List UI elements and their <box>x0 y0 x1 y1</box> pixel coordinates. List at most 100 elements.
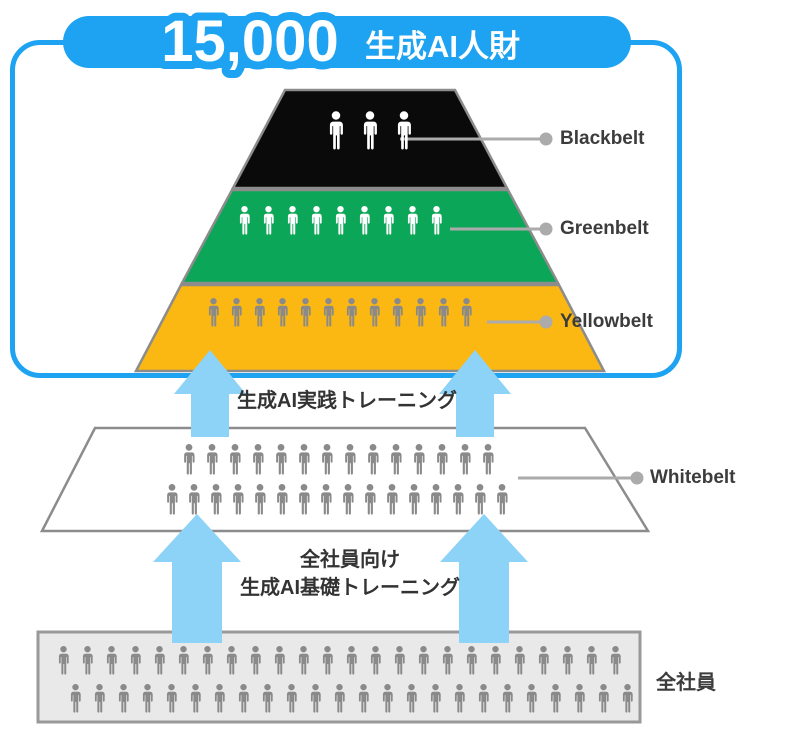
person-icon <box>322 645 333 675</box>
person-icon <box>538 645 549 675</box>
person-icon <box>275 444 287 475</box>
person-icon <box>387 484 398 515</box>
person-icon <box>255 484 266 515</box>
person-icon <box>598 683 609 713</box>
person-icon <box>190 683 201 713</box>
tier-greenbelt <box>179 188 561 285</box>
person-icon <box>438 297 449 327</box>
person-icon <box>106 645 117 675</box>
title-banner: 15,000 生成AI人財 <box>63 1 631 82</box>
person-icon <box>574 683 585 713</box>
person-icon <box>321 444 333 475</box>
person-icon <box>478 683 489 713</box>
person-icon <box>206 444 218 475</box>
person-icon <box>394 645 405 675</box>
person-icon <box>365 484 376 515</box>
person-icon <box>367 444 379 475</box>
person-icon <box>459 444 471 475</box>
person-icon <box>369 297 380 327</box>
person-icon <box>238 683 249 713</box>
person-icon <box>413 444 425 475</box>
person-icon <box>298 645 309 675</box>
lower-training-caption: 全社員向け 生成AI基礎トレーニング <box>225 546 475 602</box>
person-icon <box>453 484 464 515</box>
person-icon <box>562 645 573 675</box>
person-icon <box>409 484 420 515</box>
person-icon <box>358 683 369 713</box>
person-icon <box>263 205 274 235</box>
person-icon <box>461 297 472 327</box>
yellowbelt-people <box>195 295 485 329</box>
person-icon <box>497 484 508 515</box>
lower-training-line1: 全社員向け <box>300 549 400 571</box>
person-icon <box>58 645 69 675</box>
label-whitebelt: Whitebelt <box>650 467 736 488</box>
label-yellowbelt: Yellowbelt <box>560 311 653 332</box>
person-icon <box>454 683 465 713</box>
person-icon <box>329 111 343 150</box>
person-icon <box>300 297 311 327</box>
person-icon <box>586 645 597 675</box>
person-icon <box>346 645 357 675</box>
person-icon <box>298 444 310 475</box>
person-icon <box>286 683 297 713</box>
person-icon <box>418 645 429 675</box>
person-icon <box>335 205 346 235</box>
employees-people-row2 <box>68 680 635 716</box>
person-icon <box>166 683 177 713</box>
person-icon <box>214 683 225 713</box>
person-icon <box>363 111 377 150</box>
person-icon <box>239 205 250 235</box>
person-icon <box>526 683 537 713</box>
person-icon <box>436 444 448 475</box>
person-icon <box>431 205 442 235</box>
person-icon <box>392 297 403 327</box>
person-icon <box>550 683 561 713</box>
person-icon <box>321 484 332 515</box>
whitebelt-people-row1 <box>180 440 496 478</box>
person-icon <box>323 297 334 327</box>
person-icon <box>178 645 189 675</box>
person-icon <box>277 297 288 327</box>
tier-blackbelt <box>230 88 510 190</box>
person-icon <box>344 444 356 475</box>
person-icon <box>431 484 442 515</box>
person-icon <box>183 444 195 475</box>
person-icon <box>142 683 153 713</box>
person-icon <box>118 683 129 713</box>
person-icon <box>208 297 219 327</box>
person-icon <box>274 645 285 675</box>
person-icon <box>370 645 381 675</box>
upper-training-caption: 生成AI実践トレーニング <box>237 390 457 412</box>
label-greenbelt: Greenbelt <box>560 218 649 239</box>
up-arrow-icon <box>153 350 528 643</box>
whitebelt-people-row2 <box>164 480 510 518</box>
label-blackbelt: Blackbelt <box>560 128 645 149</box>
person-icon <box>610 645 621 675</box>
person-icon <box>82 645 93 675</box>
person-icon <box>343 484 354 515</box>
person-icon <box>390 444 402 475</box>
person-icon <box>94 683 105 713</box>
greenbelt-people <box>225 203 455 237</box>
person-icon <box>502 683 513 713</box>
person-icon <box>229 444 241 475</box>
person-icon <box>277 484 288 515</box>
label-all-employees: 全社員 <box>656 672 716 694</box>
person-icon <box>334 683 345 713</box>
person-icon <box>383 205 394 235</box>
person-icon <box>189 484 200 515</box>
person-icon <box>346 297 357 327</box>
person-icon <box>202 645 213 675</box>
person-icon <box>250 645 261 675</box>
blackbelt-people <box>250 110 490 150</box>
employees-people-row1 <box>56 642 623 678</box>
person-icon <box>514 645 525 675</box>
person-icon <box>211 484 222 515</box>
person-icon <box>397 111 411 150</box>
tier-yellowbelt <box>133 283 607 373</box>
person-icon <box>311 205 322 235</box>
title-label: 生成AI人財 <box>365 29 520 64</box>
